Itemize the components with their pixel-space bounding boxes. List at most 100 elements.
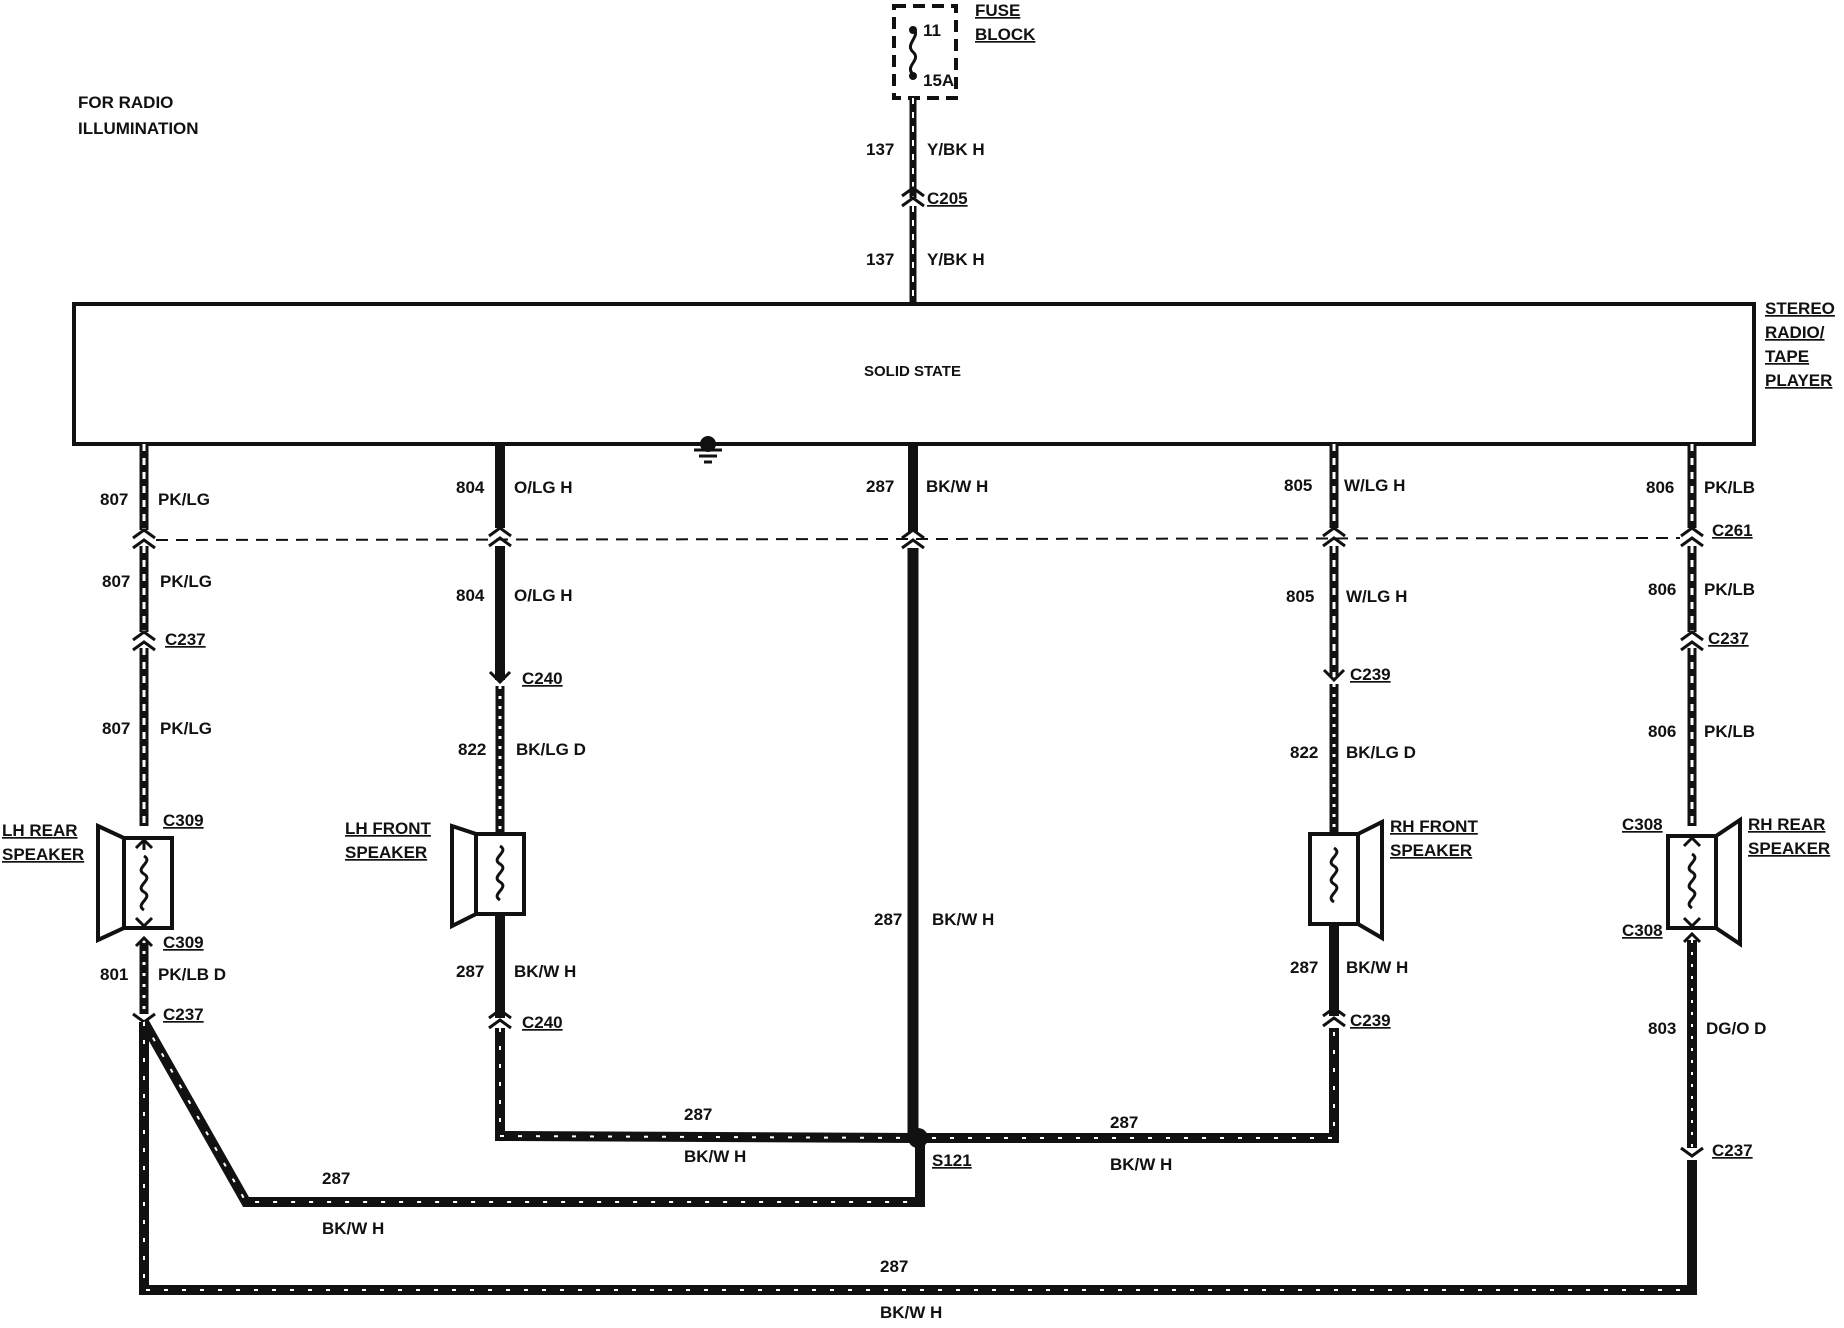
w822-color-rh: BK/LG D [1346, 743, 1416, 762]
connector-c240-bottom: C240 [522, 1013, 563, 1032]
radio-box [72, 302, 1756, 446]
fuse-rating: 15A [923, 71, 954, 90]
rh-rear-label-2: SPEAKER [1748, 839, 1830, 858]
splice-s121: S121 [932, 1151, 972, 1170]
radio-inner-label: SOLID STATE [864, 363, 961, 380]
lh-rear-label-1: LH REAR [2, 821, 78, 840]
w806-color-3: PK/LB [1704, 722, 1755, 741]
wire-287-bottom-bus [139, 1022, 1697, 1295]
w287-circuit-rhf: 287 [1290, 958, 1318, 977]
w806-color-2: PK/LB [1704, 580, 1755, 599]
connector-c237-rh-bottom: C237 [1712, 1141, 1753, 1160]
fuse-number: 11 [923, 21, 941, 40]
w804-circuit-2: 804 [456, 586, 485, 605]
w287-circuit-busl: 287 [684, 1105, 712, 1124]
radio-title-2: RADIO/ [1765, 323, 1825, 342]
splice-s121-icon [908, 1128, 928, 1148]
wire-805 [1322, 444, 1346, 683]
note-line-2: ILLUMINATION [78, 119, 199, 138]
lh-front-speaker-icon [450, 823, 526, 930]
connector-c237-lh: C237 [165, 630, 206, 649]
wire-806 [1680, 444, 1704, 826]
feed-circuit-upper: 137 [866, 140, 894, 159]
note-line-1: FOR RADIO [78, 93, 173, 112]
w805-circuit-2: 805 [1286, 587, 1314, 606]
fuse-title-1: FUSE [975, 1, 1020, 20]
w287-color-busl: BK/W H [684, 1147, 746, 1166]
lh-rear-speaker-icon [96, 822, 174, 944]
connector-c205: C205 [927, 189, 968, 208]
rh-rear-label-1: RH REAR [1748, 815, 1825, 834]
w287-color-busr: BK/W H [1110, 1155, 1172, 1174]
connector-c308-bottom: C308 [1622, 921, 1663, 940]
w287-color-mid: BK/W H [932, 910, 994, 929]
wire-287-lh-rear-return [139, 1019, 925, 1207]
connector-c308-top: C308 [1622, 815, 1663, 834]
w804-color-1: O/LG H [514, 478, 573, 497]
lh-rear-label-2: SPEAKER [2, 845, 84, 864]
w806-circuit-3: 806 [1648, 722, 1676, 741]
w807-circuit-1: 807 [100, 490, 128, 509]
w287-color-lhf: BK/W H [514, 962, 576, 981]
w287-color-rhf: BK/W H [1346, 958, 1408, 977]
feed-color-lower: Y/BK H [927, 250, 985, 269]
connector-c239-top: C239 [1350, 665, 1391, 684]
w287-circuit-busr: 287 [1110, 1113, 1138, 1132]
connector-c237-rh: C237 [1708, 629, 1749, 648]
w807-color-2: PK/LG [160, 572, 212, 591]
w804-color-2: O/LG H [514, 586, 573, 605]
w287-color-bottom: BK/W H [880, 1303, 942, 1322]
rh-rear-speaker-icon [1666, 816, 1742, 948]
rh-front-label-2: SPEAKER [1390, 841, 1472, 860]
connector-c240-top: C240 [522, 669, 563, 688]
w804-circuit-1: 804 [456, 478, 485, 497]
fuse-icon [908, 26, 918, 76]
feed-circuit-lower: 137 [866, 250, 894, 269]
connector-c309-top: C309 [163, 811, 204, 830]
wire-804 [488, 444, 512, 685]
w807-color-3: PK/LG [160, 719, 212, 738]
wire-807 [132, 444, 156, 826]
w805-circuit-1: 805 [1284, 476, 1312, 495]
w805-color-2: W/LG H [1346, 587, 1407, 606]
rh-front-label-1: RH FRONT [1390, 817, 1478, 836]
w822-circuit-rh: 822 [1290, 743, 1318, 762]
w807-circuit-3: 807 [102, 719, 130, 738]
w287-circuit-mid: 287 [874, 910, 902, 929]
w807-color-1: PK/LG [158, 490, 210, 509]
lh-front-label-2: SPEAKER [345, 843, 427, 862]
w822-color-lh: BK/LG D [516, 740, 586, 759]
connector-c309-bottom: C309 [163, 933, 204, 952]
radio-title-3: TAPE [1765, 347, 1809, 366]
connector-c237-lh-bottom: C237 [163, 1005, 204, 1024]
connector-c261: C261 [1712, 521, 1753, 540]
radio-title-4: PLAYER [1765, 371, 1832, 390]
w287-circuit-lhf: 287 [456, 962, 484, 981]
w801-color: PK/LB D [158, 965, 226, 984]
lh-front-label-1: LH FRONT [345, 819, 432, 838]
ground-icon [694, 436, 722, 464]
w807-circuit-2: 807 [102, 572, 130, 591]
fuse-block [892, 4, 958, 100]
harness-dashed-line [155, 537, 1681, 541]
w287-color-top: BK/W H [926, 477, 988, 496]
w806-circuit-1: 806 [1646, 478, 1674, 497]
w287-circuit-diag: 287 [322, 1169, 350, 1188]
w287-circuit-top: 287 [866, 477, 894, 496]
radio-title-1: STEREO [1765, 299, 1835, 318]
w801-circuit: 801 [100, 965, 128, 984]
w805-color-1: W/LG H [1344, 476, 1405, 495]
connector-c205-icon [901, 186, 925, 208]
w803-circuit: 803 [1648, 1019, 1676, 1038]
w287-color-diag: BK/W H [322, 1219, 384, 1238]
fuse-title-2: BLOCK [975, 25, 1036, 44]
w822-circuit-lh: 822 [458, 740, 486, 759]
rh-front-speaker-icon [1308, 818, 1384, 942]
connector-c239-bottom: C239 [1350, 1011, 1391, 1030]
w806-circuit-2: 806 [1648, 580, 1676, 599]
w806-color-1: PK/LB [1704, 478, 1755, 497]
w803-color: DG/O D [1706, 1019, 1766, 1038]
w287-circuit-bottom: 287 [880, 1257, 908, 1276]
feed-color-upper: Y/BK H [927, 140, 985, 159]
